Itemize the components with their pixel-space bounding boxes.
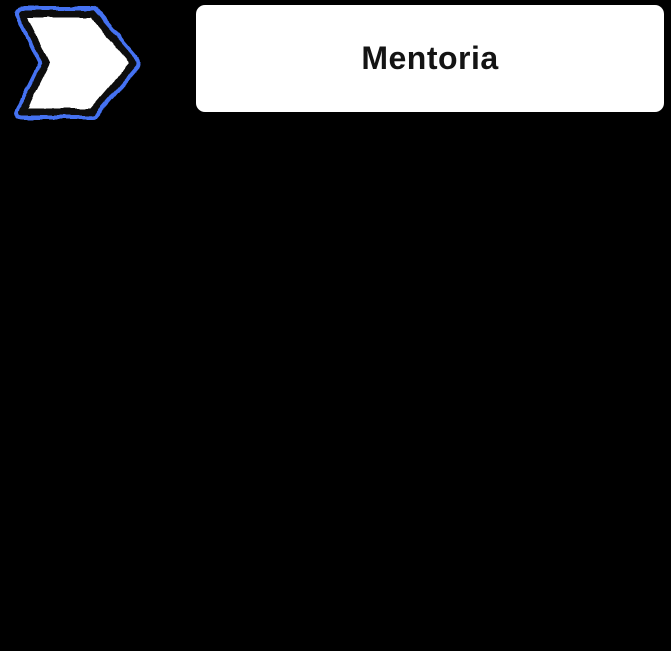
mentoria-logo[interactable] [4, 0, 144, 126]
chevron-right-icon [14, 6, 142, 120]
title-card[interactable]: Mentoria [196, 5, 664, 112]
title-card-label: Mentoria [361, 40, 499, 76]
chevron-inner-shape [18, 10, 138, 116]
